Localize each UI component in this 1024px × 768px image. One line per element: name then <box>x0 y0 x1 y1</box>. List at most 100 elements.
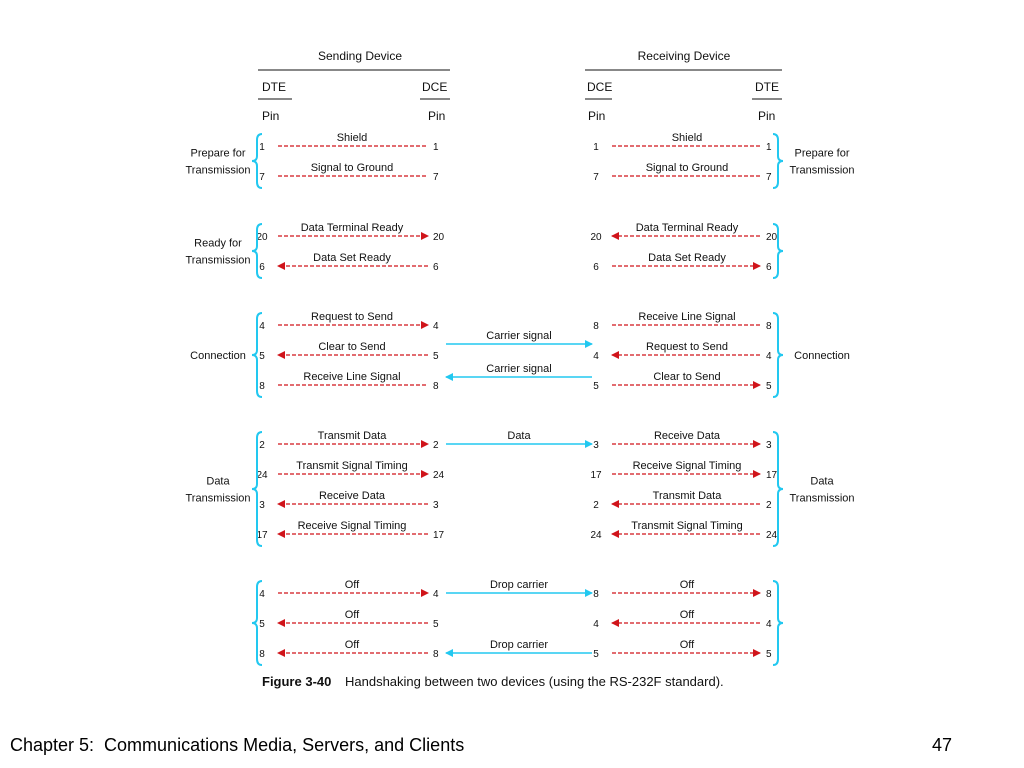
carrier-link-label: Carrier signal <box>486 363 551 375</box>
receiving-device-title: Receiving Device <box>638 49 731 63</box>
sending-signal-label: Signal to Ground <box>311 162 394 174</box>
receiving-pin-right: 8 <box>766 589 772 600</box>
figure-caption-text: Handshaking between two devices (using t… <box>345 674 724 689</box>
sending-device-title: Sending Device <box>318 49 402 63</box>
sending-pin-left: 5 <box>259 619 265 630</box>
sending-signal-label: Shield <box>337 132 368 144</box>
sending-signal-label: Receive Data <box>319 490 386 502</box>
sending-pin-left: 24 <box>256 470 268 481</box>
carrier-link: Drop carrier <box>445 639 592 657</box>
carrier-link-label: Drop carrier <box>490 579 548 591</box>
group-label-left: Data <box>206 476 230 488</box>
receiving-pin-left: 17 <box>590 470 602 481</box>
receiving-signal-label: Off <box>680 639 695 651</box>
right-group-brace <box>772 133 784 189</box>
sending-pin-right: 5 <box>433 351 439 362</box>
left-group-brace <box>251 223 263 279</box>
right-group-brace <box>772 580 784 666</box>
sending-signal-label: Receive Line Signal <box>303 371 400 383</box>
receiving-pin-left: 24 <box>590 530 602 541</box>
sending-pin-left: 3 <box>259 500 265 511</box>
receiving-signal-label: Data Terminal Ready <box>636 222 739 234</box>
sending-dce-label: DCE <box>422 80 447 94</box>
receiving-signal-label: Signal to Ground <box>646 162 729 174</box>
receiving-dce-pin-label: Pin <box>588 109 605 123</box>
receiving-pin-right: 6 <box>766 262 772 273</box>
receiving-pin-left: 1 <box>593 142 599 153</box>
left-group-brace <box>251 580 263 666</box>
sending-pin-right: 8 <box>433 649 439 660</box>
figure-number: Figure 3-40 <box>262 674 331 689</box>
sending-signal-label: Data Terminal Ready <box>301 222 404 234</box>
carrier-link: Drop carrier <box>446 579 593 597</box>
receiving-pin-right: 4 <box>766 619 772 630</box>
sending-pin-left: 5 <box>259 351 265 362</box>
receiving-signal-label: Off <box>680 609 695 621</box>
sending-pin-left: 6 <box>259 262 265 273</box>
right-group-brace <box>772 312 784 398</box>
receiving-pin-right: 5 <box>766 381 772 392</box>
receiving-signal-label: Shield <box>672 132 703 144</box>
sending-signal-label: Request to Send <box>311 311 393 323</box>
sending-signal-label: Receive Signal Timing <box>298 520 407 532</box>
receiving-pin-left: 5 <box>593 381 599 392</box>
receiving-dte-label: DTE <box>755 80 779 94</box>
carrier-link: Data <box>446 430 593 448</box>
sending-pin-left: 4 <box>259 321 265 332</box>
sending-pin-right: 5 <box>433 619 439 630</box>
sending-pin-left: 8 <box>259 649 265 660</box>
sending-pin-right: 8 <box>433 381 439 392</box>
sending-dce-pin-label: Pin <box>428 109 445 123</box>
group-label-left: Transmission <box>186 255 251 267</box>
receiving-signal-label: Transmit Data <box>653 490 723 502</box>
carrier-link-label: Drop carrier <box>490 639 548 651</box>
sending-pin-right: 4 <box>433 321 439 332</box>
receiving-pin-right: 20 <box>766 232 778 243</box>
group-label-right: Prepare for <box>794 148 849 160</box>
carrier-link-label: Carrier signal <box>486 330 551 342</box>
sending-pin-right: 7 <box>433 172 439 183</box>
receiving-pin-left: 20 <box>590 232 602 243</box>
sending-signal-label: Off <box>345 579 360 591</box>
sending-signal-label: Clear to Send <box>318 341 385 353</box>
receiving-signal-label: Off <box>680 579 695 591</box>
group-label-left: Connection <box>190 350 246 362</box>
right-group-brace <box>772 431 784 547</box>
sending-signal-label: Transmit Data <box>318 430 388 442</box>
sending-pin-right: 1 <box>433 142 439 153</box>
receiving-pin-right: 3 <box>766 440 772 451</box>
sending-dte-label: DTE <box>262 80 286 94</box>
receiving-pin-right: 8 <box>766 321 772 332</box>
receiving-signal-label: Receive Data <box>654 430 721 442</box>
sending-pin-right: 3 <box>433 500 439 511</box>
receiving-pin-right: 4 <box>766 351 772 362</box>
sending-signal-label: Transmit Signal Timing <box>296 460 407 472</box>
receiving-signal-label: Data Set Ready <box>648 252 726 264</box>
chapter-footer: Chapter 5: Communications Media, Servers… <box>10 735 465 755</box>
sending-signal-label: Data Set Ready <box>313 252 391 264</box>
group-label-left: Transmission <box>186 165 251 177</box>
receiving-signal-label: Receive Line Signal <box>638 311 735 323</box>
sending-pin-right: 6 <box>433 262 439 273</box>
receiving-signal-label: Request to Send <box>646 341 728 353</box>
receiving-dce-label: DCE <box>587 80 612 94</box>
carrier-link: Carrier signal <box>446 330 593 348</box>
carrier-link: Carrier signal <box>445 363 592 381</box>
receiving-pin-left: 8 <box>593 589 599 600</box>
receiving-pin-right: 2 <box>766 500 772 511</box>
group-label-left: Prepare for <box>190 148 245 160</box>
sending-pin-left: 17 <box>256 530 268 541</box>
receiving-pin-left: 7 <box>593 172 599 183</box>
receiving-pin-right: 5 <box>766 649 772 660</box>
sending-signal-label: Off <box>345 639 360 651</box>
group-label-left: Transmission <box>186 493 251 505</box>
